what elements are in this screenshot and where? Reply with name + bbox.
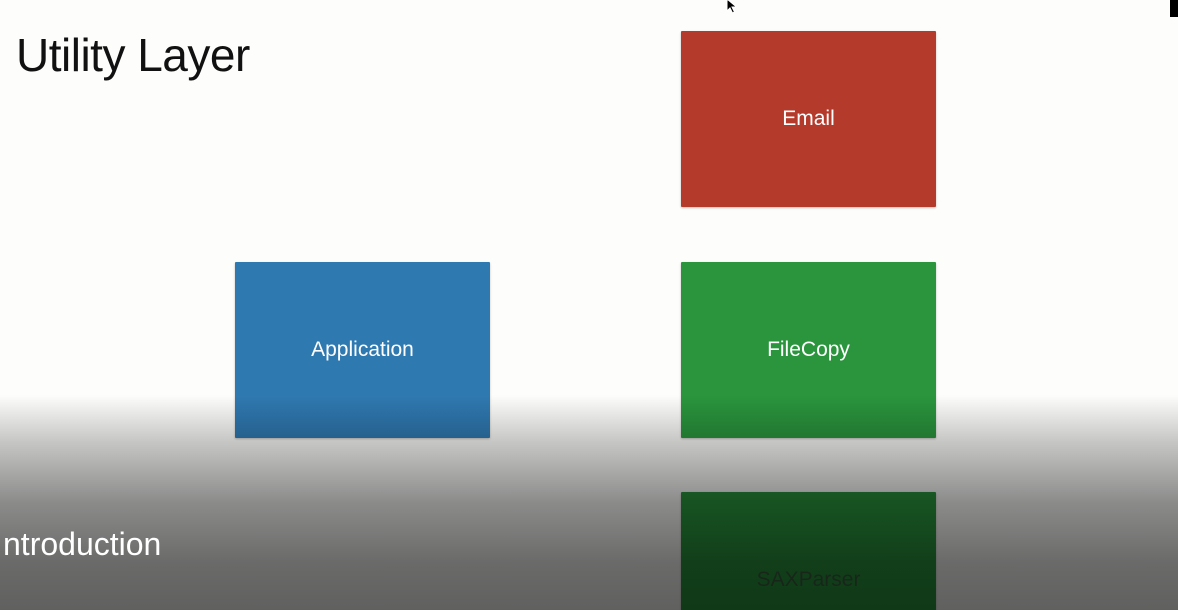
application-box-label: Application <box>311 338 414 361</box>
corner-mark <box>1170 0 1178 17</box>
caption-gradient-overlay <box>0 395 1178 610</box>
video-caption: ntroduction <box>3 526 162 562</box>
saxparser-box: SAXParser <box>681 492 936 610</box>
saxparser-box-label: SAXParser <box>756 568 861 591</box>
email-box-label: Email <box>782 107 835 130</box>
email-box: Email <box>681 31 936 207</box>
mouse-pointer-icon <box>726 0 738 14</box>
filecopy-box: FileCopy <box>681 262 936 438</box>
slide-title: Utility Layer <box>16 29 250 81</box>
filecopy-box-label: FileCopy <box>767 338 850 361</box>
application-box: Application <box>235 262 490 438</box>
